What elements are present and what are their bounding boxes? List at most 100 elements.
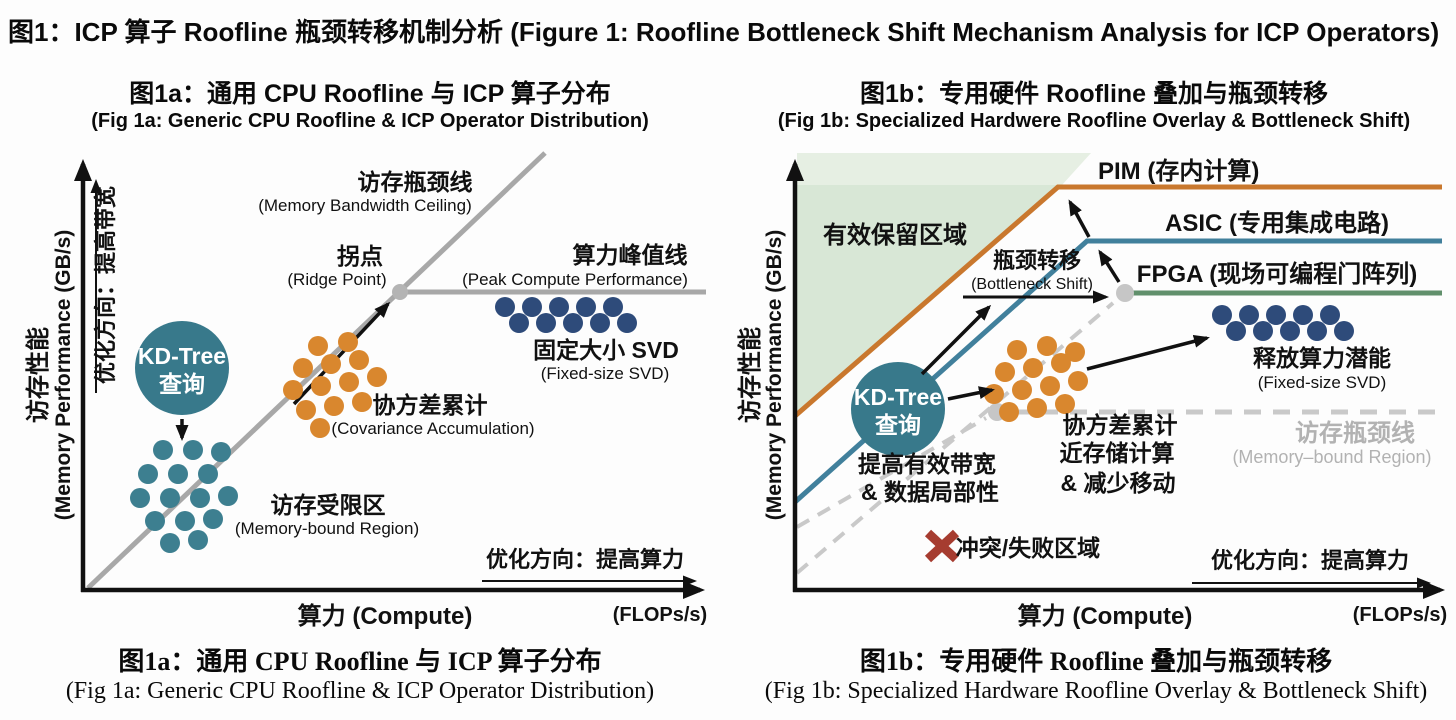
dot xyxy=(311,376,331,396)
dot xyxy=(145,511,165,531)
dot xyxy=(198,464,218,484)
dot xyxy=(1027,398,1047,418)
asic-label: ASIC (专用集成电路) xyxy=(1165,209,1389,237)
dot xyxy=(509,313,529,333)
dot xyxy=(211,442,231,462)
diagonal-shift-arrow xyxy=(292,301,391,406)
panel-b-plot: KD-Tree 查询 PIM (存内计算) ASIC (专用集成电路) FPGA… xyxy=(736,157,1447,630)
dot xyxy=(1239,305,1259,325)
kdtree-bubble xyxy=(135,321,229,415)
dot xyxy=(175,511,195,531)
dot xyxy=(338,332,358,352)
x-axis-unit: (FLOPs/s) xyxy=(1353,604,1447,626)
y-axis-label-zh: 访存性能 xyxy=(736,327,764,423)
dot xyxy=(349,350,369,370)
failure-x-icon xyxy=(924,529,960,563)
dot xyxy=(1065,342,1085,362)
panel-b-title: 图1b：专用硬件 Roofline 叠加与瓶颈转移 (Fig 1b: Speci… xyxy=(736,80,1452,134)
pim-label: PIM (存内计算) xyxy=(1098,157,1259,185)
y-axis-label-zh: 访存性能 xyxy=(24,327,52,423)
x-stroke-2 xyxy=(924,529,960,563)
dot xyxy=(999,402,1019,422)
peak-label-zh: 算力峰值线 xyxy=(573,242,688,268)
dot xyxy=(536,313,556,333)
panel-a-caption: 图1a：通用 CPU Roofline 与 ICP 算子分布 (Fig 1a: … xyxy=(20,646,700,706)
dot xyxy=(367,367,387,387)
kdtree-label-line2: 查询 xyxy=(159,371,205,397)
dot xyxy=(183,440,203,460)
dot xyxy=(1293,305,1313,325)
dot xyxy=(1280,321,1300,341)
kdtree-up-arrow xyxy=(920,304,992,376)
kdtree-bubble xyxy=(851,362,945,456)
kdtree-label-line1: KD-Tree xyxy=(138,343,226,369)
dot xyxy=(1226,321,1246,341)
covariance-dot-cluster xyxy=(283,332,387,438)
panel-b-caption: 图1b：专用硬件 Roofline 叠加与瓶颈转移 (Fig 1b: Speci… xyxy=(746,646,1446,706)
reserved-region-top-strip xyxy=(797,153,1091,185)
kdtree-dot-cluster xyxy=(130,440,238,553)
unlock-label-zh: 释放算力潜能 xyxy=(1253,345,1391,371)
dot xyxy=(352,392,372,412)
panel-a-title: 图1a：通用 CPU Roofline 与 ICP 算子分布 (Fig 1a: … xyxy=(30,80,710,134)
ridge-label-en: (Ridge Point) xyxy=(287,270,386,289)
dot xyxy=(218,486,238,506)
shift-to-asic-arrow xyxy=(1098,249,1121,283)
kdtree-label-line1: KD-Tree xyxy=(854,384,942,410)
dot xyxy=(324,396,344,416)
dot xyxy=(160,533,180,553)
membound-label-zh: 访存受限区 xyxy=(271,492,386,518)
dot xyxy=(1334,321,1354,341)
panel-b-caption-zh: 图1b：专用硬件 Roofline 叠加与瓶颈转移 xyxy=(859,647,1333,676)
svd-dot-cluster xyxy=(1212,305,1354,341)
unlock-label-en: (Fixed-size SVD) xyxy=(1258,373,1386,392)
dot xyxy=(283,380,303,400)
pim-roofline xyxy=(793,184,1442,418)
kdtree-label-line2: 查询 xyxy=(875,412,921,438)
covariance-label-zh: 协方差累计 xyxy=(373,392,488,418)
bandwidth-note-line1: 提高有效带宽 xyxy=(858,451,996,477)
covariance-note-line2: 近存储计算 xyxy=(1060,440,1175,466)
dot xyxy=(293,358,313,378)
covariance-note-line3: & 减少移动 xyxy=(1061,470,1176,496)
fpga-ridge-dot xyxy=(1116,284,1134,302)
dot xyxy=(321,354,341,374)
covariance-dot-cluster xyxy=(984,336,1088,422)
svd-dot-cluster xyxy=(495,297,637,333)
dot xyxy=(617,313,637,333)
dot xyxy=(563,313,583,333)
panel-b-title-zh: 图1b：专用硬件 Roofline 叠加与瓶颈转移 xyxy=(859,80,1329,108)
ridge-point-dot xyxy=(392,284,408,300)
dot xyxy=(549,297,569,317)
membound-label-zh: 访存瓶颈线 xyxy=(1295,420,1415,447)
dot xyxy=(1253,321,1273,341)
bandwidth-note-line2: & 数据局部性 xyxy=(861,479,999,505)
dot xyxy=(590,313,610,333)
svd-label-en: (Fixed-size SVD) xyxy=(541,364,669,383)
old-cpu-diagonal-dashed xyxy=(796,416,987,529)
dot xyxy=(130,488,150,508)
dot xyxy=(984,384,1004,404)
covariance-to-svd-arrow xyxy=(1086,334,1210,371)
dot xyxy=(160,488,180,508)
dot xyxy=(153,440,173,460)
dot xyxy=(576,297,596,317)
dot xyxy=(138,464,158,484)
reserved-region-label: 有效保留区域 xyxy=(823,221,967,249)
compute-direction-label: 优化方向：提高算力 xyxy=(486,547,684,572)
ceiling-label-en: (Memory Bandwidth Ceiling) xyxy=(258,196,472,215)
dot xyxy=(522,297,542,317)
peak-label-en: (Peak Compute Performance) xyxy=(462,270,688,289)
covariance-note-line1: 协方差累计 xyxy=(1063,412,1178,438)
dot xyxy=(310,418,330,438)
dot xyxy=(1320,305,1340,325)
bandwidth-direction-label: 优化方向：提高带宽 xyxy=(93,186,118,384)
svd-label-zh: 固定大小 SVD xyxy=(533,337,679,363)
dot xyxy=(1266,305,1286,325)
memory-bandwidth-ceiling-line xyxy=(86,151,547,590)
panel-b-title-en: (Fig 1b: Specialized Hardwere Roofline O… xyxy=(777,110,1411,132)
x-axis-label: 算力 (Compute) xyxy=(298,602,473,630)
panel-a-title-en: (Fig 1a: Generic CPU Roofline & ICP Oper… xyxy=(91,110,649,132)
